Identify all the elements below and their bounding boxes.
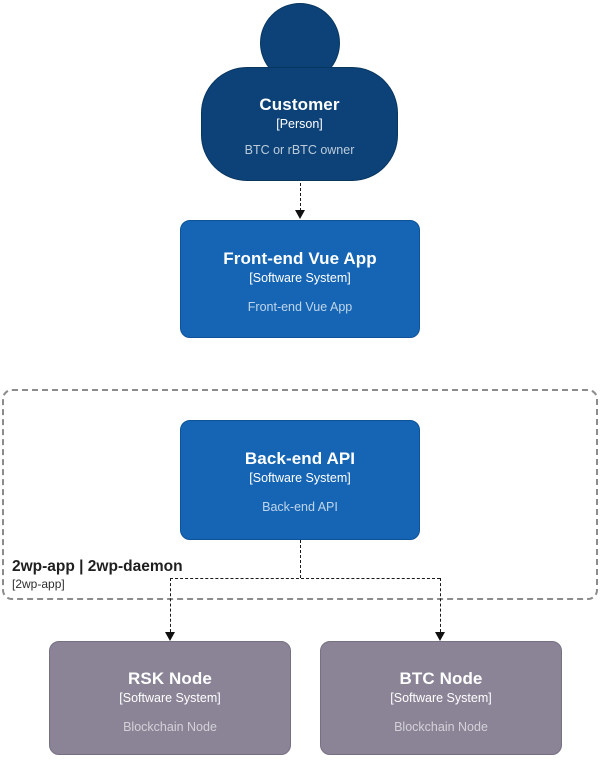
- rsk-description: Blockchain Node: [123, 720, 217, 734]
- rsk-subtitle: [Software System]: [119, 691, 221, 705]
- frontend-node: Front-end Vue App [Software System] Fron…: [180, 220, 420, 338]
- btc-title: BTC Node: [399, 669, 483, 688]
- boundary-label: 2wp-app | 2wp-daemon [2wp-app]: [12, 557, 183, 592]
- customer-to-frontend-arrowhead-icon: [295, 210, 305, 219]
- btc-description: Blockchain Node: [394, 720, 488, 734]
- frontend-subtitle: [Software System]: [249, 271, 351, 285]
- boundary-2wp-app: 2wp-app | 2wp-daemon [2wp-app]: [2, 389, 598, 600]
- btc-subtitle: [Software System]: [390, 691, 492, 705]
- backend-title: Back-end API: [244, 449, 356, 468]
- customer-title: Customer: [259, 95, 340, 114]
- frontend-description: Front-end Vue App: [247, 300, 353, 314]
- backend-branch-line: [170, 578, 440, 579]
- backend-to-btc-line: [440, 578, 441, 632]
- btc-node: BTC Node [Software System] Blockchain No…: [320, 641, 562, 755]
- customer-description: BTC or rBTC owner: [244, 143, 355, 157]
- backend-stem-line: [300, 540, 301, 578]
- backend-to-rsk-line: [170, 578, 171, 632]
- backend-to-rsk-arrowhead-icon: [165, 632, 175, 641]
- boundary-subtitle: [2wp-app]: [12, 577, 65, 591]
- customer-to-frontend-line: [300, 183, 301, 211]
- backend-to-btc-arrowhead-icon: [435, 632, 445, 641]
- boundary-title: 2wp-app | 2wp-daemon: [12, 558, 183, 575]
- backend-description: Back-end API: [262, 500, 338, 514]
- backend-subtitle: [Software System]: [249, 471, 351, 485]
- backend-node: Back-end API [Software System] Back-end …: [180, 420, 420, 540]
- customer-subtitle: [Person]: [276, 117, 323, 131]
- rsk-node: RSK Node [Software System] Blockchain No…: [49, 641, 291, 755]
- frontend-title: Front-end Vue App: [223, 249, 377, 268]
- rsk-title: RSK Node: [128, 669, 212, 688]
- customer-node: Customer [Person] BTC or rBTC owner: [201, 67, 398, 181]
